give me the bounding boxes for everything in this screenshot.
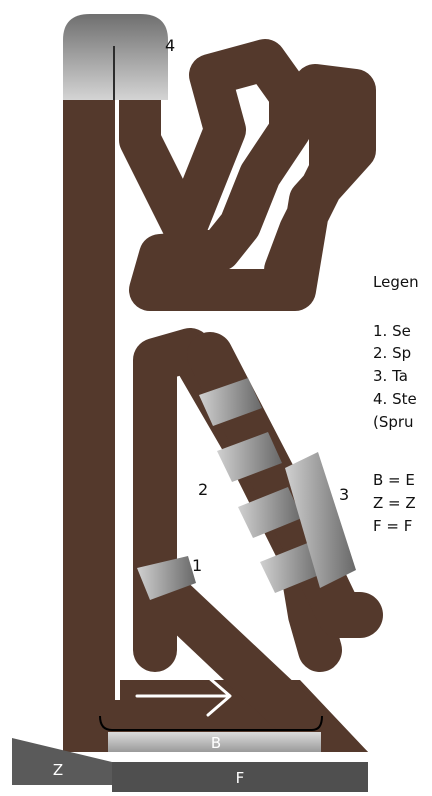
legend-item: 1. Se bbox=[373, 322, 411, 340]
marker-1: 1 bbox=[192, 556, 202, 575]
legend-code: F = F bbox=[373, 517, 412, 535]
marker-4: 4 bbox=[165, 36, 175, 55]
legend-code: Z = Z bbox=[373, 494, 416, 512]
legend-code: B = E bbox=[373, 471, 415, 489]
left-column bbox=[63, 100, 115, 750]
legend-item: 3. Ta bbox=[373, 367, 408, 385]
upper-winding bbox=[140, 60, 355, 290]
legend: Legen 1. Se 2. Sp 3. Ta 4. Ste (Spru B =… bbox=[373, 273, 419, 535]
f-label: F bbox=[236, 769, 245, 787]
marker-2: 2 bbox=[198, 480, 208, 499]
legend-item: (Spru bbox=[373, 413, 414, 431]
legend-item: 2. Sp bbox=[373, 344, 411, 362]
legend-title: Legen bbox=[373, 273, 419, 291]
zone-4-block bbox=[63, 14, 168, 100]
marker-3: 3 bbox=[339, 485, 349, 504]
b-label: B bbox=[211, 734, 221, 752]
z-label: Z bbox=[53, 761, 63, 779]
legend-item: 4. Ste bbox=[373, 390, 417, 408]
